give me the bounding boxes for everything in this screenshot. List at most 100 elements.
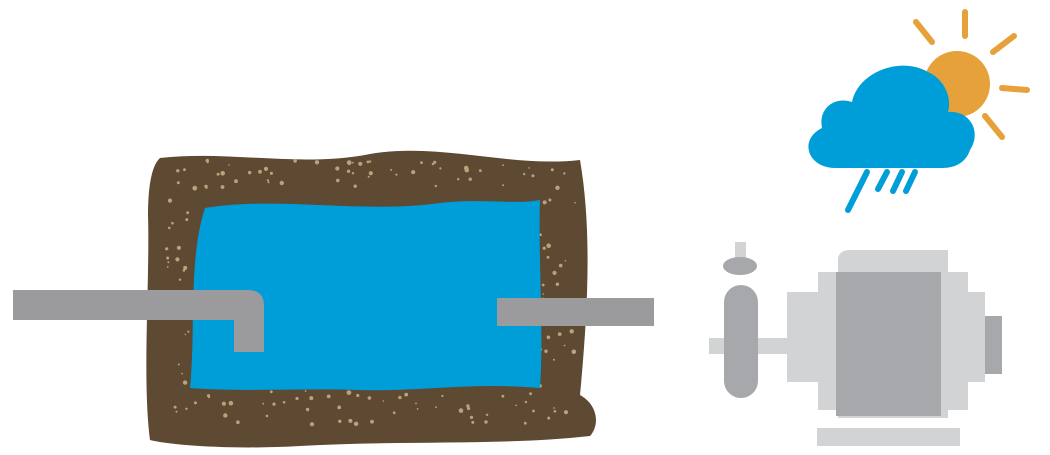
soil-speckle [370, 419, 374, 424]
soil-speckle [415, 402, 417, 405]
cloud-icon [808, 65, 975, 168]
soil-speckle [185, 407, 188, 410]
soil-speckle [166, 266, 169, 268]
soil-speckle [351, 172, 355, 175]
outlet-pipe [497, 298, 654, 326]
soil-speckle [176, 181, 180, 185]
soil-speckle [466, 404, 470, 408]
soil-speckle [269, 171, 273, 175]
soil-speckle [469, 415, 474, 419]
pump-motor-icon [709, 242, 1002, 446]
soil-speckle [165, 247, 169, 251]
soil-speckle [555, 185, 560, 190]
soil-speckle [368, 171, 373, 176]
soil-speckle [457, 178, 460, 181]
soil-speckle [433, 160, 437, 164]
soil-speckle [336, 178, 340, 183]
soil-speckle [220, 185, 225, 189]
soil-speckle [221, 401, 226, 406]
soil-speckle [441, 394, 444, 397]
soil-speckle [192, 185, 198, 191]
soil-speckle [346, 390, 352, 395]
soil-speckle [352, 161, 354, 164]
soil-speckle [523, 421, 527, 425]
soil-speckle [544, 349, 548, 353]
soil-speckle [272, 402, 276, 406]
soil-speckle [546, 255, 550, 259]
soil-speckle [392, 411, 396, 415]
soil-speckle [539, 233, 542, 236]
soil-speckle [546, 335, 551, 340]
soil-speckle [182, 380, 188, 385]
rain-icon [845, 169, 918, 213]
soil-speckle [346, 169, 351, 173]
soil-speckle [338, 419, 342, 423]
soil-speckle [564, 260, 567, 262]
soil-speckle [173, 405, 177, 409]
soil-speckle [398, 395, 402, 400]
soil-speckle [434, 184, 437, 188]
soil-speckle [176, 245, 181, 250]
soil-speckle [471, 420, 475, 424]
soil-speckle [431, 162, 435, 166]
soil-speckle [367, 175, 370, 178]
soil-speckle [236, 420, 240, 425]
pump-base [817, 428, 960, 446]
soil-speckle [353, 184, 357, 188]
soil-speckle [223, 413, 228, 418]
pump-motor-core [836, 272, 941, 416]
soil-speckle [416, 408, 419, 410]
pump-end-cap [985, 316, 1002, 374]
soil-speckle [485, 413, 489, 416]
soil-speckle [206, 161, 209, 164]
soil-speckle [550, 168, 554, 172]
soil-speckle [263, 166, 269, 171]
soil-speckle [356, 393, 360, 398]
soil-speckle [175, 257, 180, 262]
soil-speckle [178, 278, 182, 281]
soil-speckle [523, 172, 526, 176]
sun-rays [913, 9, 1030, 140]
soil-speckle [267, 181, 270, 184]
soil-speckle [168, 226, 171, 230]
soil-speckle [542, 200, 547, 205]
soil-speckle [167, 198, 173, 203]
soil-speckle [467, 406, 471, 411]
pump-valve-stem [735, 242, 746, 272]
soil-speckle [248, 170, 252, 175]
soil-speckle [228, 400, 234, 406]
soil-speckle [420, 161, 423, 165]
soil-speckle [547, 416, 551, 420]
soil-speckle [558, 263, 563, 268]
soil-speckle [175, 410, 178, 413]
soil-speckle [326, 394, 331, 399]
soil-speckles [165, 158, 577, 427]
soil-speckle [187, 330, 190, 333]
soil-speckle [557, 332, 562, 336]
soil-speckle [166, 256, 170, 260]
soil-speckle [337, 405, 342, 410]
soil-speckle [574, 201, 576, 204]
soil-speckle [563, 172, 566, 175]
soil-speckle [515, 404, 518, 407]
soil-speckle [262, 402, 265, 405]
soil-speckle [266, 179, 269, 182]
soil-speckle [563, 344, 566, 347]
soil-speckle [464, 167, 470, 173]
soil-speckle [366, 160, 370, 164]
soil-speckle [358, 161, 363, 166]
soil-speckle [282, 401, 286, 404]
soil-speckle [484, 420, 488, 424]
soil-speckle [552, 270, 557, 275]
pump-flange-left [787, 292, 819, 382]
soil-speckle [181, 372, 183, 375]
soil-speckle [542, 293, 544, 295]
soil-speckle [542, 246, 546, 250]
soil-speckle [478, 169, 482, 173]
soil-speckle [439, 167, 442, 170]
soil-speckle [367, 396, 372, 400]
inlet-pipe-horizontal [13, 290, 264, 352]
soil-speckle [258, 169, 262, 174]
soil-speckle [295, 396, 299, 401]
